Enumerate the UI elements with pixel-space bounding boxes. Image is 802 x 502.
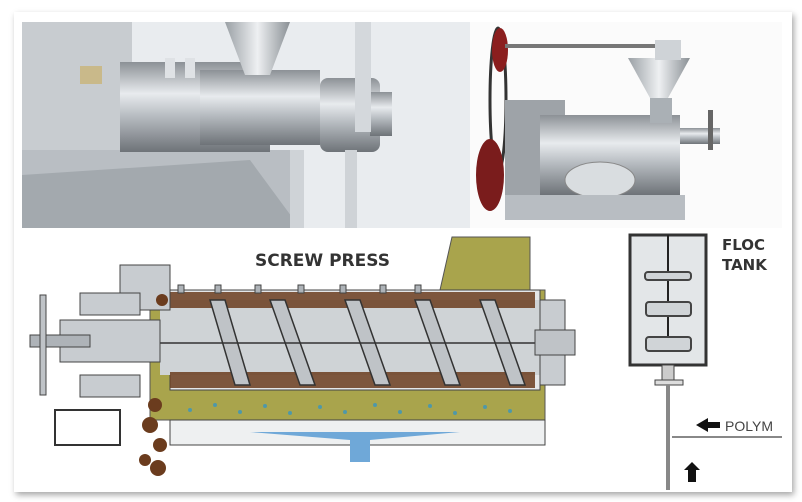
floc-label: FLOC [722, 236, 765, 254]
photo-oil-press-machine [470, 22, 782, 228]
tank-label: TANK [722, 256, 768, 274]
photo-press-closeup [22, 22, 470, 228]
polymer-label: POLYM [725, 418, 773, 434]
screw-press-diagram: SCREW PRESS FLOC TANK POLYM [22, 233, 782, 490]
screw-press-label: SCREW PRESS [255, 251, 390, 271]
